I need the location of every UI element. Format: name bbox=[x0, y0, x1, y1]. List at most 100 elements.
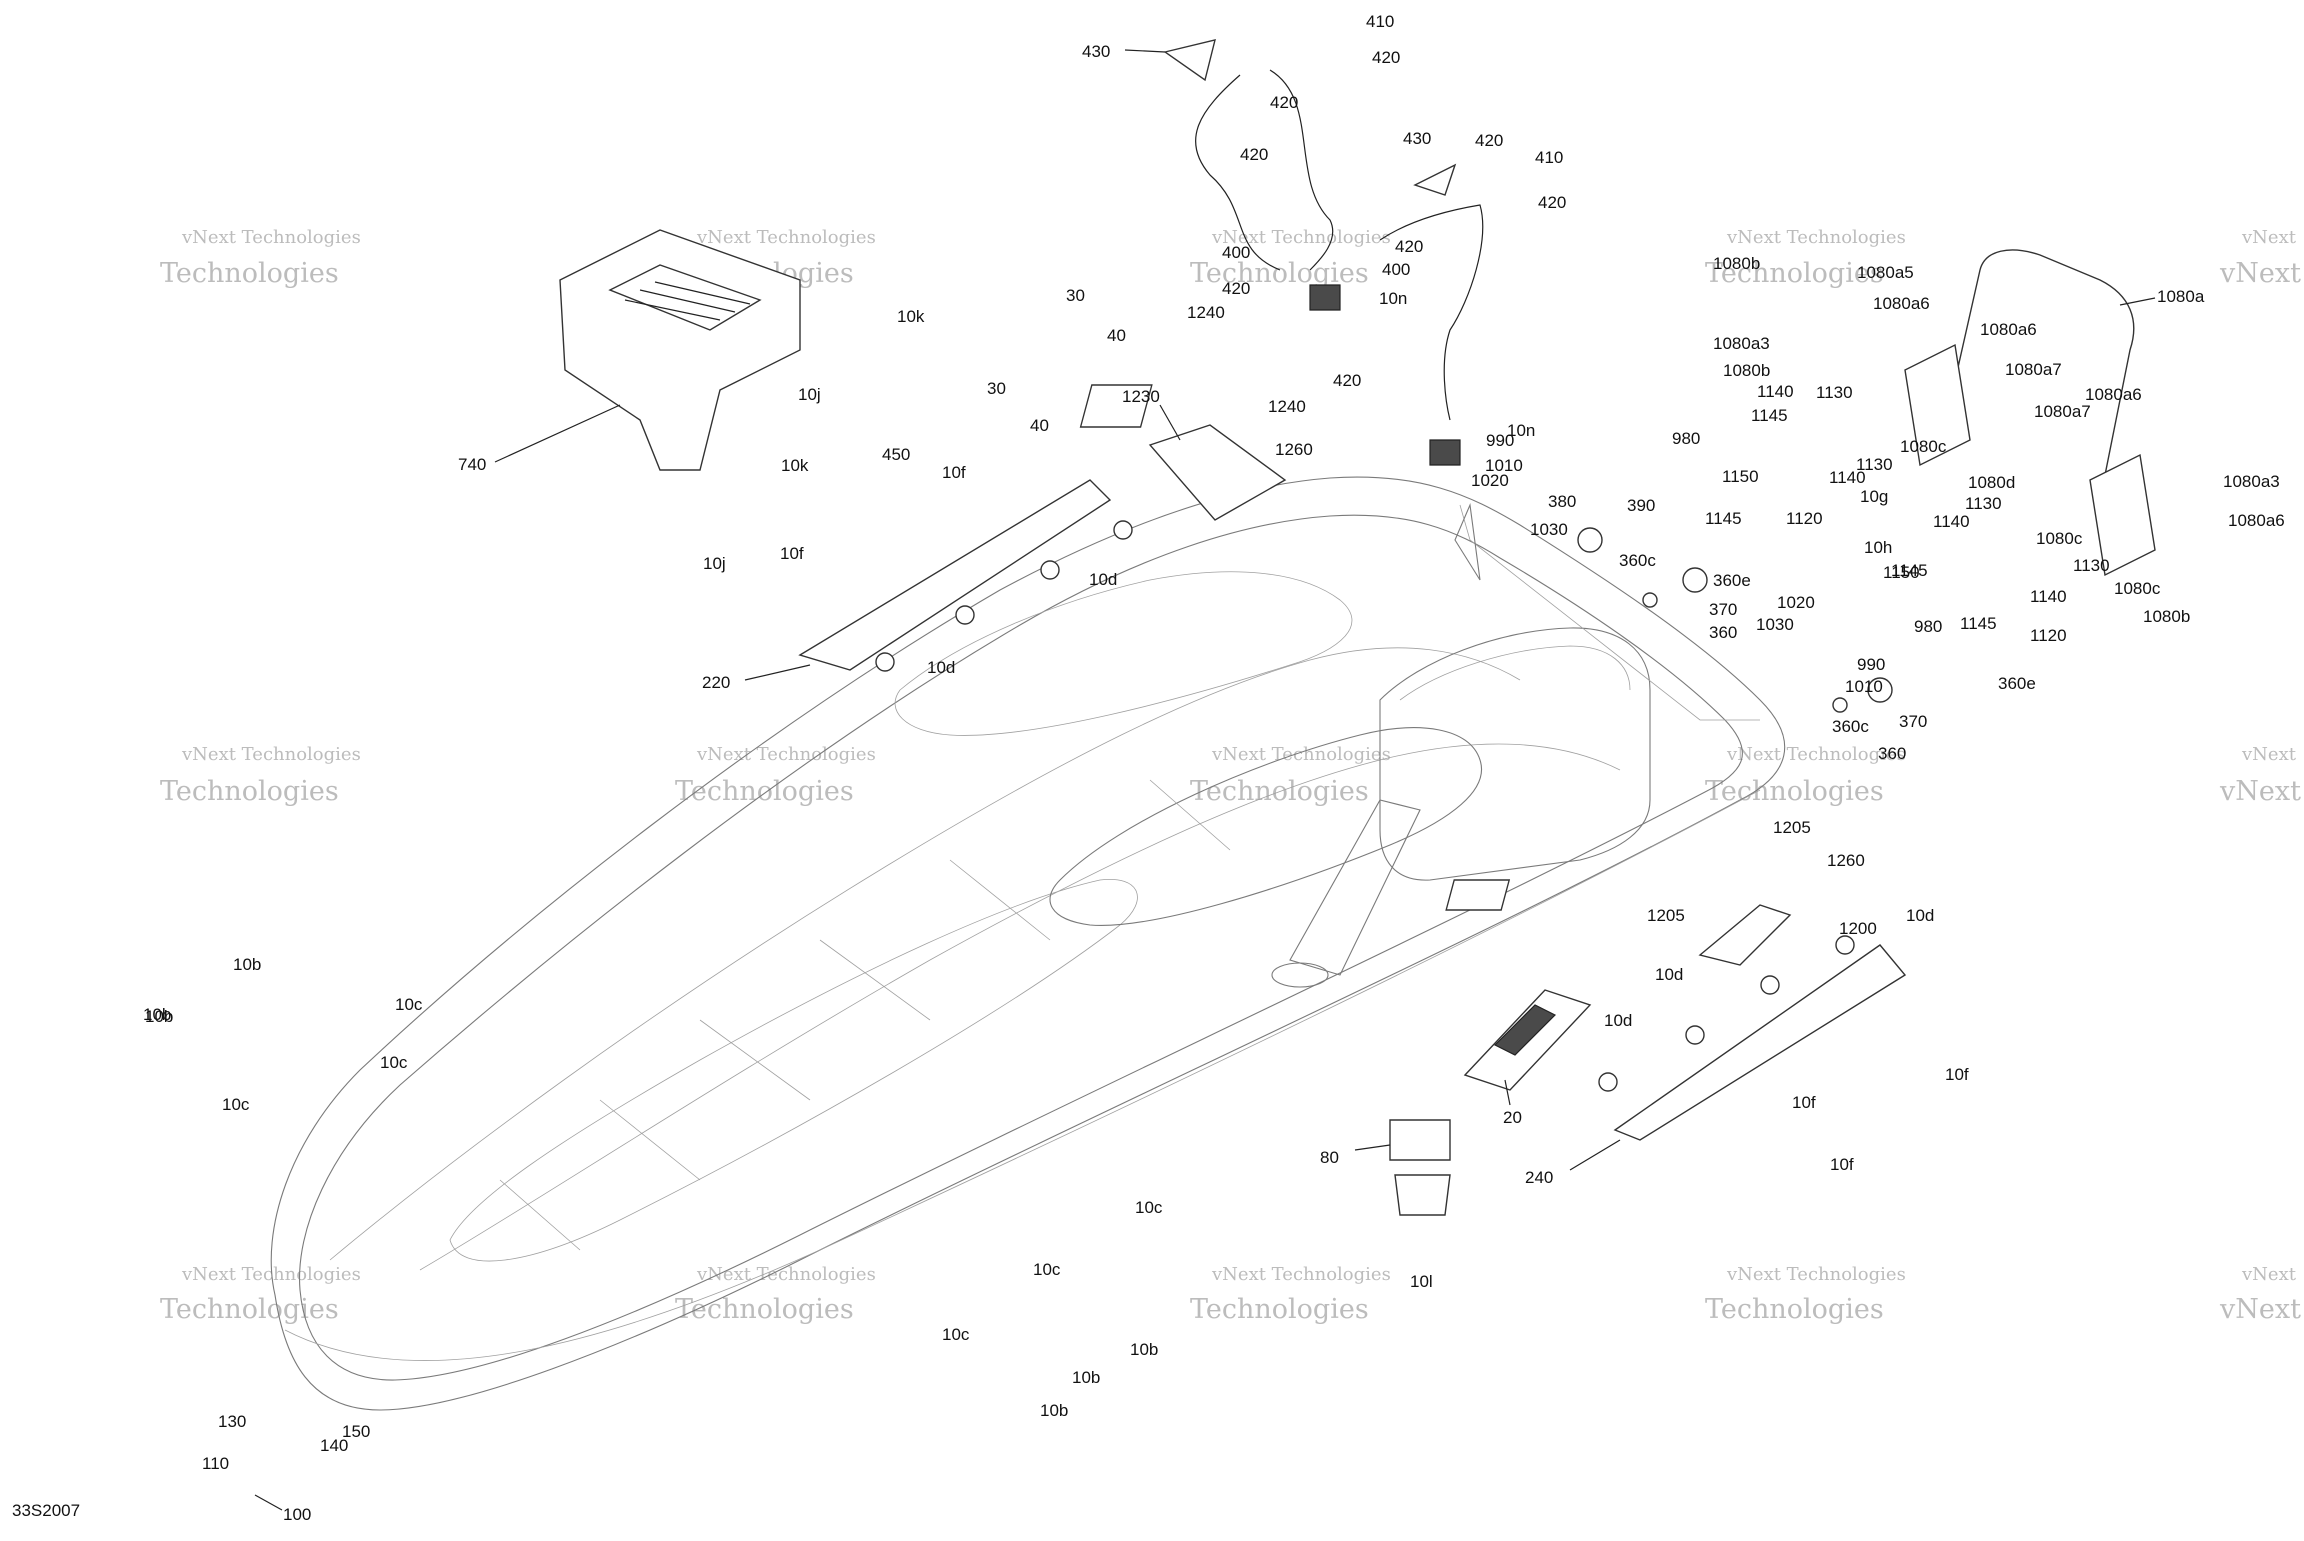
callout-130: 130 bbox=[218, 1412, 246, 1431]
watermark-line1: vNext bbox=[2241, 744, 2297, 765]
leader-240 bbox=[1569, 1139, 1621, 1171]
watermark-line1: vNext Technologies bbox=[181, 1264, 361, 1285]
watermark-5: vNext vNext bbox=[2219, 227, 2301, 289]
parts-layer bbox=[559, 39, 2156, 1216]
leader-740 bbox=[494, 404, 621, 463]
callout-1080a6: 1080a6 bbox=[1980, 320, 2037, 339]
callout-1145: 1145 bbox=[1891, 561, 1928, 580]
callout-1130: 1130 bbox=[1856, 455, 1893, 474]
callout-1080b: 1080b bbox=[2143, 607, 2190, 626]
callout-10f: 10f bbox=[942, 463, 966, 482]
leader-1230 bbox=[1159, 404, 1181, 441]
hull-panel-line-6 bbox=[1149, 779, 1231, 851]
callout-10n: 10n bbox=[1507, 421, 1535, 440]
callout-420: 420 bbox=[1372, 48, 1400, 67]
callout-1030: 1030 bbox=[1530, 520, 1568, 539]
storage-bin-740-ribs bbox=[624, 281, 751, 321]
vent-hose-400-top-inner bbox=[1269, 69, 1334, 271]
watermark-line1: vNext Technologies bbox=[1211, 227, 1391, 248]
callout-1240: 1240 bbox=[1268, 397, 1306, 416]
hull-gunwale bbox=[298, 514, 1743, 1381]
watermark-line1: vNext Technologies bbox=[1726, 1264, 1906, 1285]
callout-10f: 10f bbox=[1945, 1065, 1969, 1084]
hull-rub-rail bbox=[284, 789, 1761, 1361]
hull-deck-line-1 bbox=[329, 647, 1521, 1261]
callout-1145: 1145 bbox=[1960, 614, 1997, 633]
callout-220: 220 bbox=[702, 673, 730, 692]
rail-220-bumper-2 bbox=[1040, 560, 1060, 580]
callout-10f: 10f bbox=[1830, 1155, 1854, 1174]
callout-430: 430 bbox=[1403, 129, 1431, 148]
engine-housing bbox=[1379, 627, 1651, 881]
leader-430-top bbox=[1124, 49, 1166, 53]
callout-40: 40 bbox=[1107, 326, 1126, 345]
callout-410: 410 bbox=[1535, 148, 1563, 167]
callout-40: 40 bbox=[1030, 416, 1049, 435]
watermark-line1: vNext bbox=[2241, 227, 2297, 248]
callout-10c: 10c bbox=[222, 1095, 250, 1114]
callout-360: 360 bbox=[1878, 744, 1906, 763]
callout-150: 150 bbox=[342, 1422, 370, 1441]
callout-10j: 10j bbox=[703, 554, 726, 573]
callout-410: 410 bbox=[1366, 12, 1394, 31]
vent-cap-430-top bbox=[1163, 39, 1216, 82]
callout-1080a6: 1080a6 bbox=[2228, 511, 2285, 530]
callout-380: 380 bbox=[1548, 492, 1576, 511]
callout-1130: 1130 bbox=[1816, 383, 1853, 402]
callout-990: 990 bbox=[1857, 655, 1885, 674]
watermark-line1: vNext Technologies bbox=[1211, 744, 1391, 765]
callout-1080a7: 1080a7 bbox=[2034, 402, 2091, 421]
callout-10h: 10h bbox=[1864, 538, 1892, 557]
callout-1130: 1130 bbox=[1965, 494, 2002, 513]
callout-370: 370 bbox=[1899, 712, 1927, 731]
leader-1080a bbox=[2119, 297, 2156, 306]
callout-360e: 360e bbox=[1998, 674, 2036, 693]
callout-1080c: 1080c bbox=[2036, 529, 2083, 548]
hull-panel-line-2 bbox=[699, 1019, 811, 1101]
fitting-10n-top bbox=[1309, 284, 1341, 311]
rail-220 bbox=[798, 479, 1112, 671]
rail-240-bumper-3 bbox=[1685, 1025, 1705, 1045]
steering-column bbox=[1289, 799, 1421, 976]
callout-10f: 10f bbox=[780, 544, 804, 563]
watermark-line2: vNext bbox=[2219, 776, 2301, 807]
callout-10k: 10k bbox=[781, 456, 809, 475]
callout-10b: 10b bbox=[233, 955, 261, 974]
rail-220-bumper-3 bbox=[955, 605, 975, 625]
hull-panel-line-1 bbox=[599, 1099, 701, 1181]
callout-1130: 1130 bbox=[2073, 556, 2110, 575]
callout-1080d: 1080d bbox=[1968, 473, 2015, 492]
callout-400: 400 bbox=[1222, 243, 1250, 262]
rail-240-bumper-2 bbox=[1760, 975, 1780, 995]
callout-1080c: 1080c bbox=[2114, 579, 2161, 598]
watermark-line2: Technologies bbox=[675, 1294, 854, 1325]
callout-1030: 1030 bbox=[1756, 615, 1794, 634]
rail-240-bumper-4 bbox=[1598, 1072, 1618, 1092]
callout-740: 740 bbox=[458, 455, 486, 474]
leader-220 bbox=[744, 664, 811, 681]
callout-10d: 10d bbox=[927, 658, 955, 677]
bezel-10l bbox=[1394, 1174, 1451, 1216]
watermark-line2: vNext bbox=[2219, 258, 2301, 289]
callout-1010: 1010 bbox=[1845, 677, 1883, 696]
callout-10k: 10k bbox=[897, 307, 925, 326]
callout-1140: 1140 bbox=[1829, 468, 1866, 487]
callout-10d: 10d bbox=[1906, 906, 1934, 925]
watermark-line1: vNext Technologies bbox=[1726, 744, 1906, 765]
callout-10d: 10d bbox=[1655, 965, 1683, 984]
callout-1080a6: 1080a6 bbox=[1873, 294, 1930, 313]
seat-base bbox=[1049, 727, 1482, 926]
watermark-line2: Technologies bbox=[160, 258, 339, 289]
watermark-line2: Technologies bbox=[1705, 1294, 1884, 1325]
callout-360: 360 bbox=[1709, 623, 1737, 642]
watermark-line2: Technologies bbox=[675, 776, 854, 807]
callout-360e: 360e bbox=[1713, 571, 1751, 590]
vent-cap-430-lower bbox=[1413, 163, 1457, 196]
callout-10b: 10b bbox=[145, 1007, 173, 1026]
housing-80 bbox=[1389, 1119, 1451, 1161]
callout-20: 20 bbox=[1503, 1108, 1522, 1127]
callout-1020: 1020 bbox=[1471, 471, 1509, 490]
